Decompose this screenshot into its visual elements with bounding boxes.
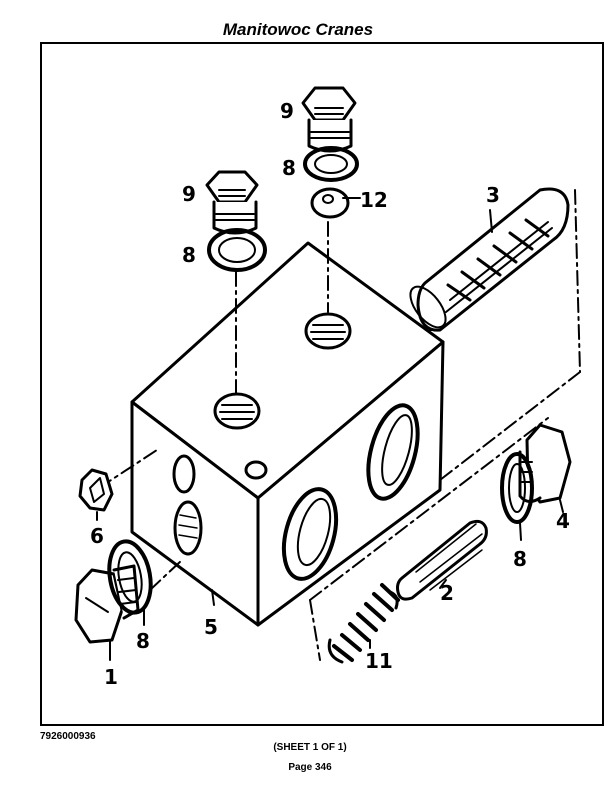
callout-labels: 9 8 12 9 8 3 4 8 2 11 5 6 8 1 <box>90 99 570 689</box>
assembly-centerlines <box>98 189 581 661</box>
callout-12: 12 <box>360 188 388 212</box>
plug-1 <box>74 564 140 644</box>
front-port-right <box>366 403 420 501</box>
callout-4: 4 <box>556 509 570 533</box>
callout-8: 8 <box>513 547 527 571</box>
plug-6 <box>78 468 114 512</box>
callout-2: 2 <box>440 581 454 605</box>
spring-11 <box>327 583 400 664</box>
left-port-upper <box>172 454 196 494</box>
top-port-small <box>244 460 268 480</box>
top-port-right <box>304 312 352 350</box>
washer-8-plug4 <box>500 452 534 524</box>
callout-5: 5 <box>204 615 218 639</box>
page-number: Page 346 <box>288 762 332 773</box>
orifice-12 <box>310 187 350 219</box>
washer-8-plug1 <box>107 539 153 615</box>
callout-3: 3 <box>486 183 500 207</box>
valve-block <box>130 241 445 627</box>
callout-1: 1 <box>104 665 118 689</box>
sheet-label: (SHEET 1 OF 1) <box>273 742 347 753</box>
diagram-frame <box>40 42 604 726</box>
document-number: 7926000936 <box>40 731 96 742</box>
front-port-large <box>281 487 339 581</box>
callout-8: 8 <box>282 156 296 180</box>
sleeve-3 <box>409 187 570 332</box>
spool-2 <box>396 519 488 601</box>
plug-9-right <box>301 86 357 153</box>
plug-9-left <box>205 170 259 235</box>
left-port-lower <box>173 500 203 556</box>
callout-6: 6 <box>90 524 104 548</box>
washer-8-left <box>207 228 267 272</box>
page-title: Manitowoc Cranes <box>222 20 374 39</box>
washer-8-right <box>303 146 359 182</box>
callout-9: 9 <box>280 99 294 123</box>
callout-8: 8 <box>182 243 196 267</box>
leader-lines <box>96 197 564 661</box>
callout-9: 9 <box>182 182 196 206</box>
callout-11: 11 <box>365 649 393 673</box>
callout-8: 8 <box>136 629 150 653</box>
